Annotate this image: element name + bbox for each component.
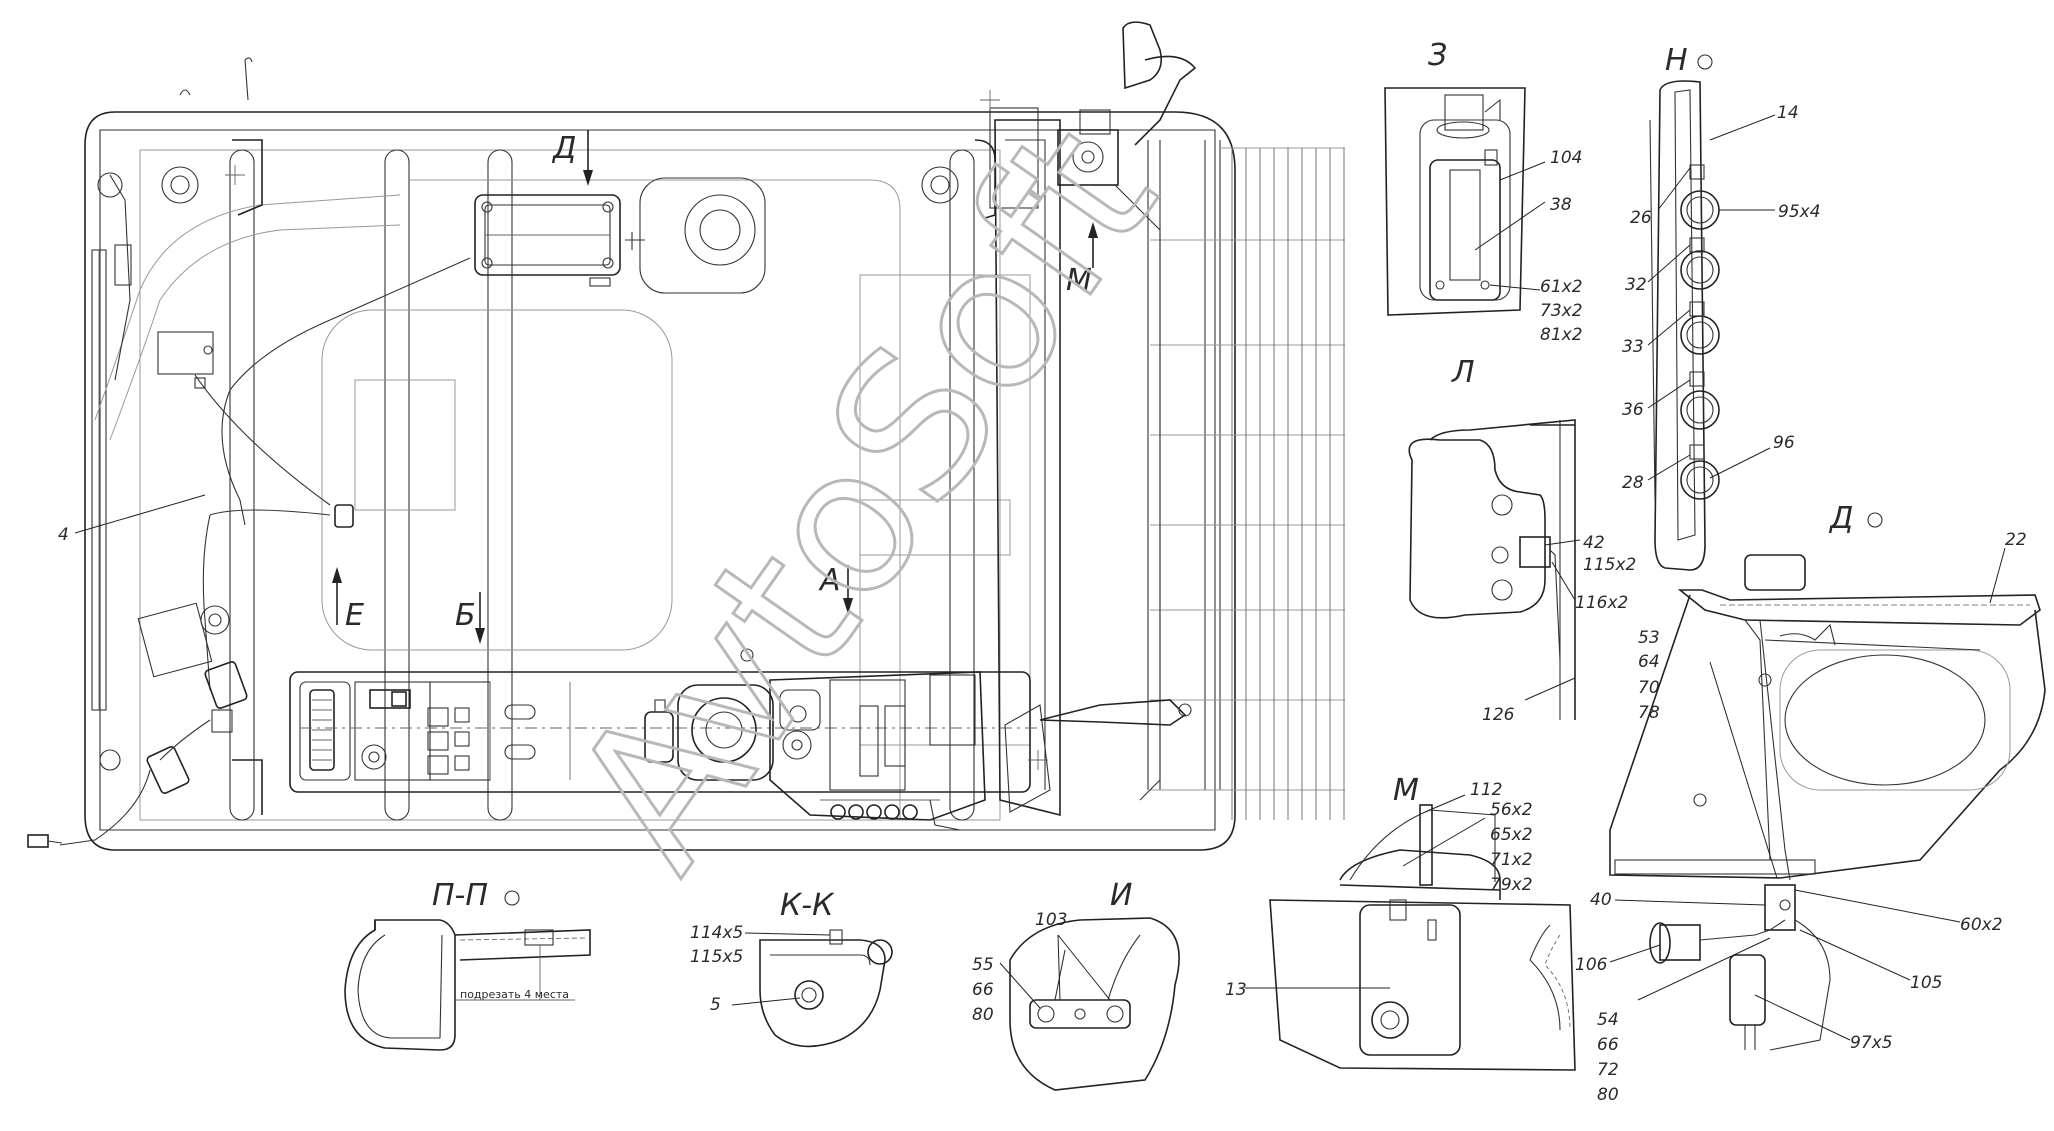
callout-97x5: 97x5: [1850, 1033, 1893, 1053]
callout-66-i: 66: [972, 980, 994, 1000]
callout-38: 38: [1550, 195, 1572, 215]
view-d: Д 22 53 64 70: [1575, 501, 2046, 1105]
watermark-text: AvtoSoft: [528, 87, 1200, 908]
view-title-l: Л: [1451, 355, 1475, 390]
callout-5: 5: [710, 995, 721, 1015]
watermark: AvtoSoft: [527, 85, 1202, 909]
callout-13: 13: [1225, 980, 1247, 1000]
view-title-n: Н: [1665, 43, 1688, 78]
callout-126: 126: [1482, 705, 1515, 725]
view-z: З 104 38 61x2 73x2 81x2: [1384, 38, 1583, 345]
callout-95x4: 95x4: [1778, 202, 1821, 222]
view-i: И 103 55 66 80: [972, 878, 1180, 1091]
callout-54: 54: [1597, 1010, 1619, 1030]
callout-80-i: 80: [972, 1005, 994, 1025]
callout-104: 104: [1550, 148, 1582, 168]
callout-71x2: 71x2: [1490, 850, 1533, 870]
callout-53: 53: [1638, 628, 1660, 648]
callout-26: 26: [1630, 208, 1652, 228]
main-plan-view: Д М Е Б А 4: [27, 21, 1345, 851]
callout-60x2: 60x2: [1960, 915, 2003, 935]
view-pp: П-П подрезать 4 места: [344, 878, 591, 1051]
callout-14: 14: [1777, 103, 1799, 123]
callout-36: 36: [1622, 400, 1644, 420]
callout-61x2: 61x2: [1540, 277, 1583, 297]
callout-33: 33: [1622, 337, 1644, 357]
callout-105: 105: [1910, 973, 1942, 993]
callout-106: 106: [1575, 955, 1608, 975]
callout-115x5: 115x5: [690, 947, 743, 967]
callout-115x2-l: 115x2: [1583, 555, 1636, 575]
callout-79x2: 79x2: [1490, 875, 1533, 895]
callout-32: 32: [1625, 275, 1647, 295]
callout-56x2: 56x2: [1490, 800, 1533, 820]
callout-22: 22: [2005, 530, 2027, 550]
view-kk: К-К 114x5 115x5 5: [690, 888, 893, 1048]
callout-103: 103: [1035, 910, 1067, 930]
view-title-i: И: [1110, 878, 1132, 913]
callout-112: 112: [1470, 780, 1502, 800]
view-m: М 112 56x2 65x2 71x2 79x2 13: [1225, 773, 1576, 1071]
callout-64: 64: [1638, 652, 1660, 672]
arrow-label-d: Д: [551, 131, 576, 166]
callout-78: 78: [1638, 703, 1660, 723]
arrow-label-m: М: [1066, 263, 1092, 298]
callout-55: 55: [972, 955, 994, 975]
arrow-label-b: Б: [455, 598, 476, 633]
callout-73x2: 73x2: [1540, 301, 1583, 321]
view-n: Н 14 26 95x4 32 33 36 28: [1622, 43, 1821, 571]
callout-42: 42: [1583, 533, 1605, 553]
callout-4: 4: [58, 525, 69, 545]
callout-81x2: 81x2: [1540, 325, 1583, 345]
view-title-kk: К-К: [780, 888, 835, 923]
callout-65x2: 65x2: [1490, 825, 1533, 845]
view-title-pp: П-П: [432, 878, 488, 913]
callout-72: 72: [1597, 1060, 1619, 1080]
view-title-d: Д: [1828, 501, 1853, 536]
callout-28: 28: [1622, 473, 1644, 493]
callout-70: 70: [1638, 678, 1660, 698]
note-trim: подрезать 4 места: [460, 988, 569, 1001]
view-title-m: М: [1393, 773, 1419, 808]
callout-114x5: 114x5: [690, 923, 743, 943]
view-title-z: З: [1428, 38, 1447, 73]
callout-116x2: 116x2: [1575, 593, 1628, 613]
callout-40: 40: [1590, 890, 1612, 910]
arrow-label-a: А: [818, 563, 841, 598]
view-l: Л 42 115x2 116x2 126: [1408, 355, 1636, 725]
callout-96: 96: [1773, 433, 1795, 453]
callout-66-d: 66: [1597, 1035, 1619, 1055]
arrow-label-e: Е: [345, 598, 364, 633]
callout-80-d: 80: [1597, 1085, 1619, 1105]
